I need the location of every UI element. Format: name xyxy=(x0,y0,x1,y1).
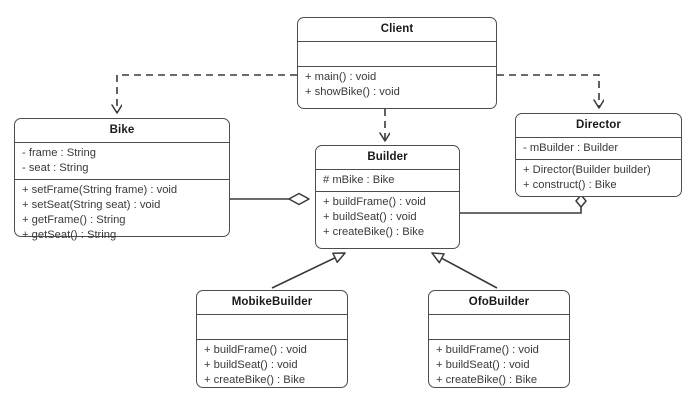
edge-mobikebuilder-extends-builder xyxy=(271,252,346,289)
class-box-client[interactable]: Client + main() : void + showBike() : vo… xyxy=(297,17,497,109)
edge-director-aggregates-builder xyxy=(460,194,587,214)
class-member: + createBike() : Bike xyxy=(323,226,425,238)
class-name-bike: Bike xyxy=(15,119,229,143)
class-member: + Director(Builder builder) xyxy=(523,164,651,176)
edge-ofobuilder-extends-builder xyxy=(431,252,498,289)
class-name-ofobuilder: OfoBuilder xyxy=(429,291,569,315)
class-member: + showBike() : void xyxy=(305,86,400,98)
class-attributes-ofobuilder xyxy=(429,315,569,340)
class-box-mobikebuilder[interactable]: MobikeBuilder + buildFrame() : void + bu… xyxy=(196,290,348,388)
class-box-bike[interactable]: Bike - frame : String - seat : String + … xyxy=(14,118,230,241)
edge-client-to-bike xyxy=(117,74,297,113)
class-attributes-builder: # mBike : Bike xyxy=(316,170,459,192)
class-name-director: Director xyxy=(516,114,681,138)
class-member: + buildSeat() : void xyxy=(436,359,530,371)
class-name-mobikebuilder: MobikeBuilder xyxy=(197,291,347,315)
class-member: + buildFrame() : void xyxy=(204,344,307,356)
class-operations-bike: + setFrame(String frame) : void + setSea… xyxy=(15,180,229,243)
class-operations-builder: + buildFrame() : void + buildSeat() : vo… xyxy=(316,192,459,243)
class-member: # mBike : Bike xyxy=(323,174,395,186)
class-member: + getSeat() : String xyxy=(22,229,117,241)
class-operations-ofobuilder: + buildFrame() : void + buildSeat() : vo… xyxy=(429,340,569,391)
class-member: + buildSeat() : void xyxy=(323,211,417,223)
class-member: - frame : String xyxy=(22,147,96,159)
class-box-ofobuilder[interactable]: OfoBuilder + buildFrame() : void + build… xyxy=(428,290,570,388)
class-member: + buildFrame() : void xyxy=(323,196,426,208)
class-member: - mBuilder : Builder xyxy=(523,142,619,154)
class-attributes-bike: - frame : String - seat : String xyxy=(15,143,229,180)
class-member: + getFrame() : String xyxy=(22,214,126,226)
class-operations-client: + main() : void + showBike() : void xyxy=(298,67,496,103)
class-member: + createBike() : Bike xyxy=(204,374,306,386)
class-member: + setSeat(String seat) : void xyxy=(22,199,161,211)
class-member: + main() : void xyxy=(305,71,377,83)
class-member: + createBike() : Bike xyxy=(436,374,538,386)
class-attributes-client xyxy=(298,42,496,67)
class-member: + construct() : Bike xyxy=(523,179,617,191)
class-member: + buildFrame() : void xyxy=(436,344,539,356)
edge-builder-aggregates-bike xyxy=(230,192,310,206)
class-member: + buildSeat() : void xyxy=(204,359,298,371)
class-operations-director: + Director(Builder builder) + construct(… xyxy=(516,160,681,196)
class-attributes-director: - mBuilder : Builder xyxy=(516,138,681,160)
class-name-builder: Builder xyxy=(316,146,459,170)
class-name-client: Client xyxy=(298,18,496,42)
edge-client-to-director xyxy=(497,74,599,108)
class-attributes-mobikebuilder xyxy=(197,315,347,340)
class-member: - seat : String xyxy=(22,162,89,174)
class-operations-mobikebuilder: + buildFrame() : void + buildSeat() : vo… xyxy=(197,340,347,391)
class-box-director[interactable]: Director - mBuilder : Builder + Director… xyxy=(515,113,682,197)
class-member: + setFrame(String frame) : void xyxy=(22,184,178,196)
class-box-builder[interactable]: Builder # mBike : Bike + buildFrame() : … xyxy=(315,145,460,249)
